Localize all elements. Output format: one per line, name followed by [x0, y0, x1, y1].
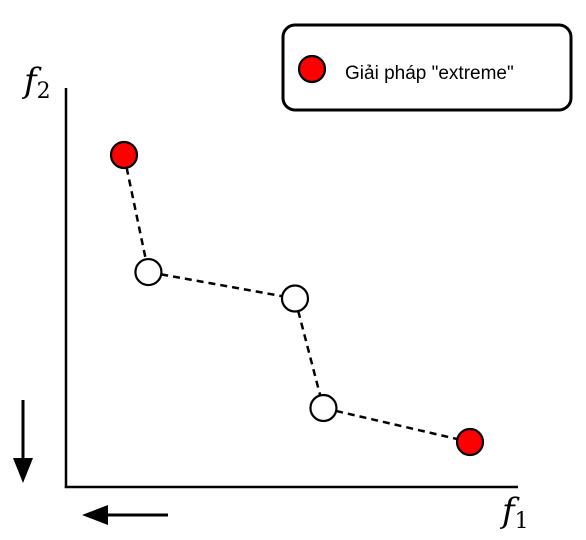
front-connector	[125, 167, 147, 260]
legend-box	[281, 23, 573, 112]
legend-marker-extreme	[297, 54, 327, 84]
pareto-front	[109, 140, 485, 457]
solution-point	[134, 257, 163, 287]
x-axis-label: f1	[499, 491, 529, 534]
solution-point	[309, 393, 338, 423]
front-connector	[297, 310, 322, 396]
legend-label: Giải pháp "extreme"	[345, 63, 514, 84]
front-connector	[160, 273, 283, 298]
extreme-solution-point	[455, 427, 485, 457]
front-connector	[335, 409, 458, 441]
down-arrow-icon	[13, 400, 33, 483]
solution-point	[280, 284, 310, 313]
y-axis-label: f2	[21, 61, 51, 104]
extreme-solution-point	[109, 140, 139, 170]
left-arrow-icon	[82, 505, 168, 525]
